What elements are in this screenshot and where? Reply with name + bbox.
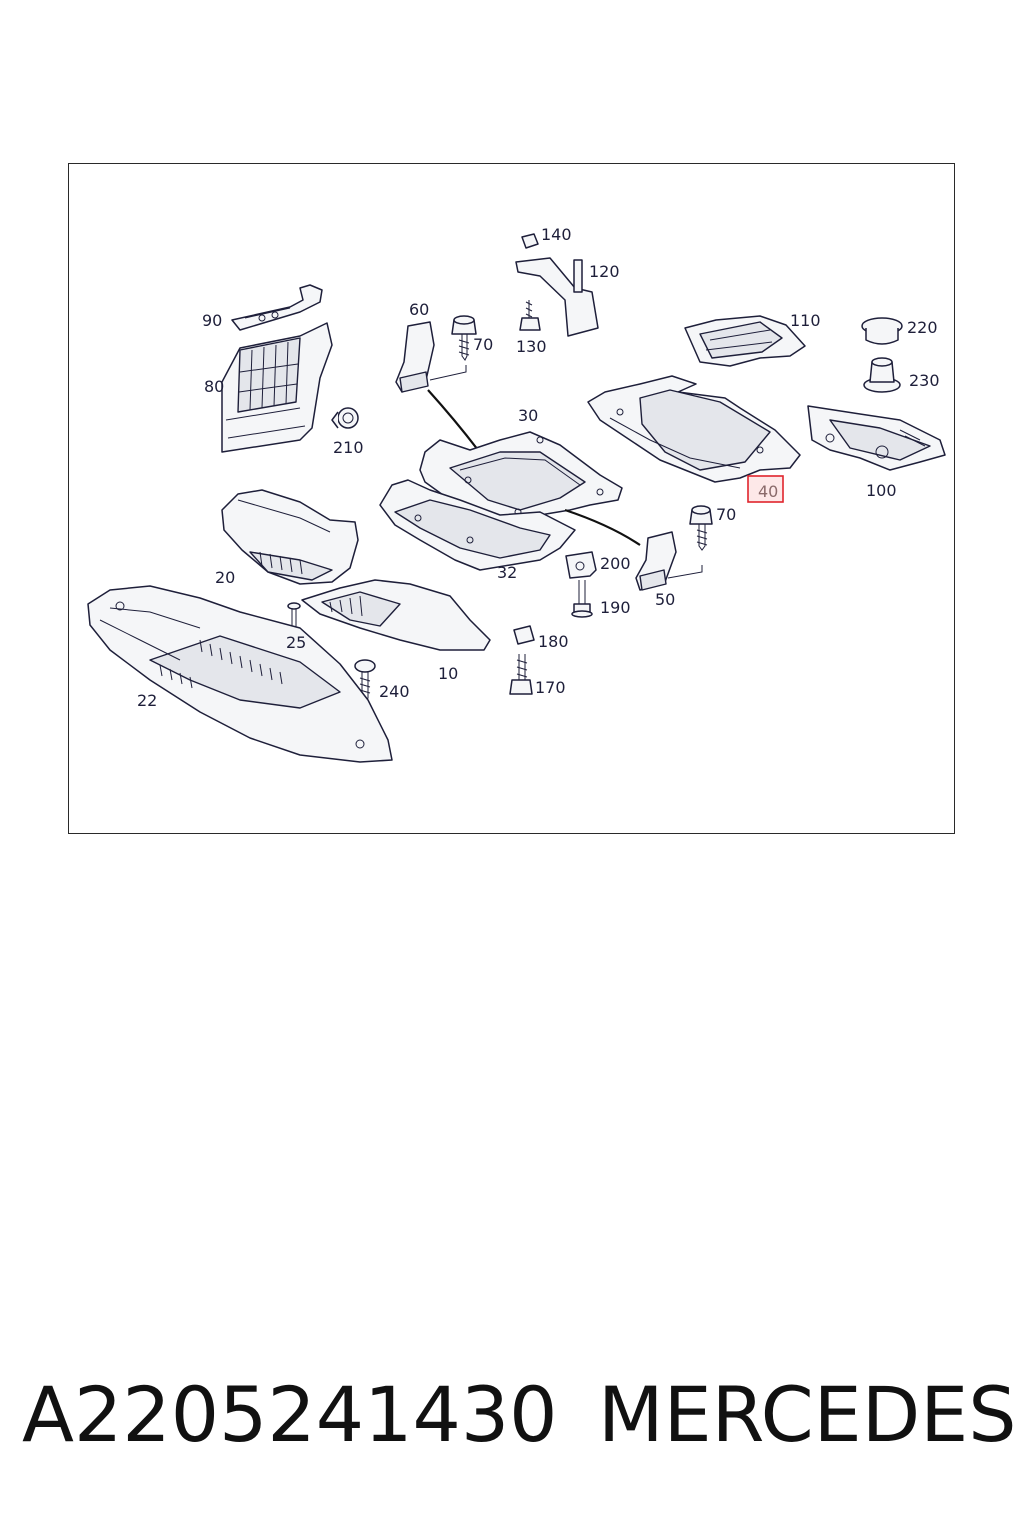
callout-50: 50 [655, 590, 675, 609]
part-22-under-shield [87, 585, 393, 763]
callout-40-highlight: 40 [747, 475, 784, 503]
callout-25: 25 [286, 633, 306, 652]
part-40-floor-panel [587, 375, 801, 483]
part-60-air-guide [395, 321, 479, 451]
callout-210: 210 [333, 438, 364, 457]
callout-90: 90 [202, 311, 222, 330]
callout-40: 40 [758, 482, 778, 501]
manufacturer-name: MERCEDES [598, 1370, 1017, 1459]
part-200-clip [565, 551, 597, 579]
part-120-bracket [515, 257, 599, 337]
callout-30: 30 [518, 406, 538, 425]
callout-130: 130 [516, 337, 547, 356]
callout-220: 220 [907, 318, 938, 337]
part-number: A2205241430 [22, 1370, 558, 1459]
part-130-screw [519, 300, 541, 331]
callout-80: 80 [204, 377, 224, 396]
part-210-clip [331, 407, 359, 429]
part-230-grommet [863, 357, 901, 393]
callout-70-lower: 70 [716, 505, 736, 524]
callout-110: 110 [790, 311, 821, 330]
callout-100: 100 [866, 481, 897, 500]
part-190-bolt [571, 580, 593, 618]
callout-22: 22 [137, 691, 157, 710]
part-32-lower-panel [379, 479, 641, 571]
part-240-screw [354, 659, 376, 703]
part-220-cap [861, 317, 903, 345]
callout-20: 20 [215, 568, 235, 587]
part-170-screw [509, 654, 533, 695]
part-140-nut [521, 233, 539, 249]
callout-10: 10 [438, 664, 458, 683]
callout-70-top: 70 [473, 335, 493, 354]
callout-190: 190 [600, 598, 631, 617]
callout-230: 230 [909, 371, 940, 390]
callout-60: 60 [409, 300, 429, 319]
part-50-air-guide [635, 531, 703, 591]
part-10-engine-cover [301, 579, 491, 651]
part-100-side-panel [807, 405, 946, 471]
part-80-duct [221, 322, 333, 453]
part-90-bracket [231, 284, 323, 331]
callout-200: 200 [600, 554, 631, 573]
callout-180: 180 [538, 632, 569, 651]
callout-32: 32 [497, 563, 517, 582]
callout-140: 140 [541, 225, 572, 244]
part-180-clip [513, 625, 535, 645]
part-70-screw-top [451, 315, 477, 361]
callout-120: 120 [589, 262, 620, 281]
callout-170: 170 [535, 678, 566, 697]
part-20-wheel-liner [221, 489, 359, 585]
footer-caption: A2205241430 MERCEDES [22, 1370, 1016, 1470]
part-70-screw-lower [689, 505, 713, 551]
part-110-cover [684, 315, 806, 367]
callout-240: 240 [379, 682, 410, 701]
